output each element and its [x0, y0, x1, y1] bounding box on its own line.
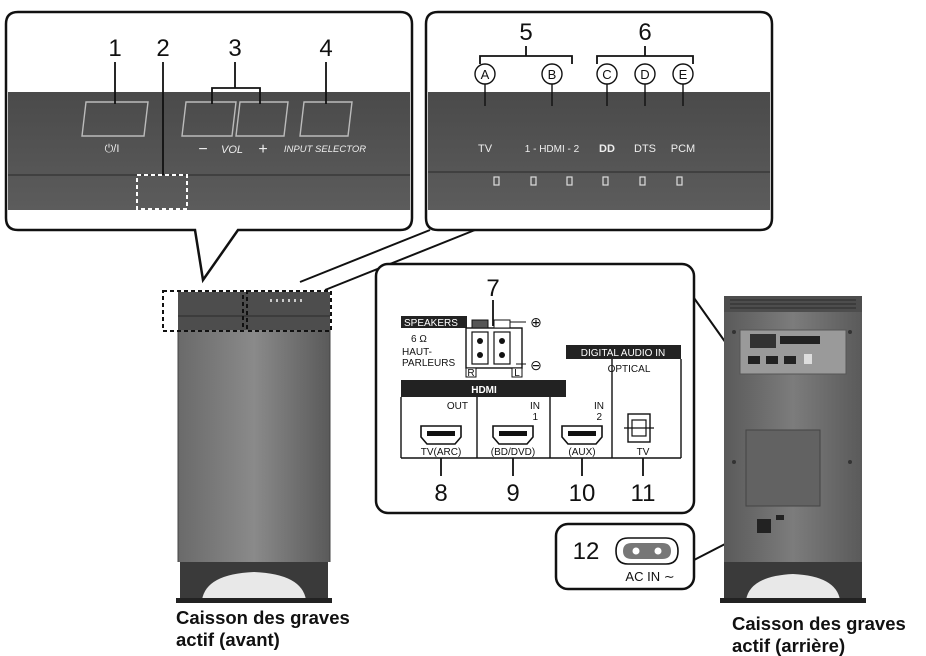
svg-text:B: B: [548, 67, 557, 82]
speakers-haut: HAUT-: [402, 347, 432, 358]
led-dts: [639, 176, 646, 186]
hdmi-in2-num: 2: [596, 412, 602, 423]
led-hdmi1: [530, 176, 537, 186]
indicator-tv-label: TV: [478, 143, 493, 155]
vol-minus-label: −: [198, 141, 207, 158]
speakers-parleurs: PARLEURS: [402, 358, 455, 369]
svg-text:A: A: [481, 67, 490, 82]
indicator-dolby-label: DD: [599, 143, 615, 155]
front-right-callout: 5 6 A B C D E TV 1: [424, 10, 774, 232]
front-highlight-buttons: [162, 290, 244, 332]
indicator-letter-b: B: [541, 63, 563, 106]
hdmi-port-out: [420, 425, 462, 445]
speakers-impedance: 6 Ω: [411, 334, 427, 345]
optical-label: OPTICAL: [608, 364, 651, 375]
optical-port: [624, 413, 654, 443]
indicator-letter-c: C: [596, 63, 618, 106]
terminal-minus: ⊖: [530, 357, 542, 373]
hdmi-in2-label: IN: [594, 401, 604, 412]
port-label-bddvd: (BD/DVD): [491, 447, 535, 458]
hdmi-port-in1: [492, 425, 534, 445]
sensor-highlight: [136, 174, 188, 210]
indicator-hdmi-label: 1 - HDMI - 2: [525, 144, 580, 155]
input-selector-label: INPUT SELECTOR: [284, 144, 366, 155]
subwoofer-front: [162, 290, 332, 603]
hdmi-out-label: OUT: [447, 401, 468, 412]
speakers-title-bar: [401, 316, 467, 328]
led-dolby: [602, 176, 609, 186]
hdmi-bar: [401, 380, 566, 397]
indicator-letter-d: D: [634, 63, 656, 106]
speakers-title: SPEAKERS: [404, 318, 458, 329]
terminal-plus: ⊕: [530, 314, 542, 330]
rear-connector-callout: 7 SPEAKERS 6 Ω HAUT- PARLEURS ⊕ ⊖ R L DI…: [374, 262, 739, 515]
power-button: [81, 101, 149, 137]
callout-8: 8: [434, 480, 447, 507]
port-label-tvarc: TV(ARC): [421, 447, 462, 458]
front-left-callout: ⏻/I − VOL + INPUT SELECTOR 1 2 3 4: [4, 10, 414, 284]
vol-plus-label: +: [258, 141, 267, 158]
vol-label: VOL: [221, 144, 243, 156]
ac-inlet: [615, 537, 679, 565]
callout-5: 5: [519, 19, 532, 46]
digital-audio-bar: [566, 345, 681, 359]
led-hdmi2: [566, 176, 573, 186]
vol-plus-button: [235, 101, 289, 137]
callout-12: 12: [573, 538, 600, 565]
led-pcm: [676, 176, 683, 186]
indicator-letter-a: A: [474, 63, 496, 106]
svg-text:E: E: [679, 67, 688, 82]
hdmi-in1-num: 1: [532, 412, 538, 423]
callout-1: 1: [108, 35, 121, 62]
front-highlight-indicators: [246, 290, 332, 332]
hdmi-port-in2: [561, 425, 603, 445]
led-tv: [493, 176, 500, 186]
hdmi-logo: HDMI: [471, 385, 497, 396]
subwoofer-rear: [720, 296, 866, 603]
svg-text:C: C: [602, 67, 611, 82]
terminal-right: R: [467, 368, 474, 379]
vol-minus-button: [181, 101, 237, 137]
indicator-pcm-label: PCM: [671, 143, 695, 155]
hdmi-in1-label: IN: [530, 401, 540, 412]
port-label-aux: (AUX): [568, 447, 595, 458]
caption-front-line1: Caisson des graves: [176, 607, 350, 628]
terminal-left: L: [514, 368, 520, 379]
callout-6: 6: [638, 19, 651, 46]
callout-10: 10: [569, 480, 596, 507]
power-label: ⏻/I: [105, 143, 120, 155]
callout-4: 4: [319, 35, 332, 62]
callout-9: 9: [506, 480, 519, 507]
digital-audio-title: DIGITAL AUDIO IN: [581, 348, 665, 359]
callout-3: 3: [228, 35, 241, 62]
callout-11: 11: [631, 480, 656, 507]
indicator-letter-e: E: [672, 63, 694, 106]
callout-2: 2: [156, 35, 169, 62]
input-selector-button: [299, 101, 353, 137]
indicator-dts-label: DTS: [634, 143, 656, 155]
callout-7: 7: [486, 275, 499, 302]
caption-rear-line1: Caisson des graves: [732, 613, 906, 634]
svg-text:D: D: [640, 67, 649, 82]
port-label-tv: TV: [637, 447, 650, 458]
caption-front-line2: actif (avant): [176, 629, 280, 650]
caption-rear-line2: actif (arrière): [732, 635, 845, 656]
ac-in-label: AC IN ∼: [625, 569, 674, 584]
